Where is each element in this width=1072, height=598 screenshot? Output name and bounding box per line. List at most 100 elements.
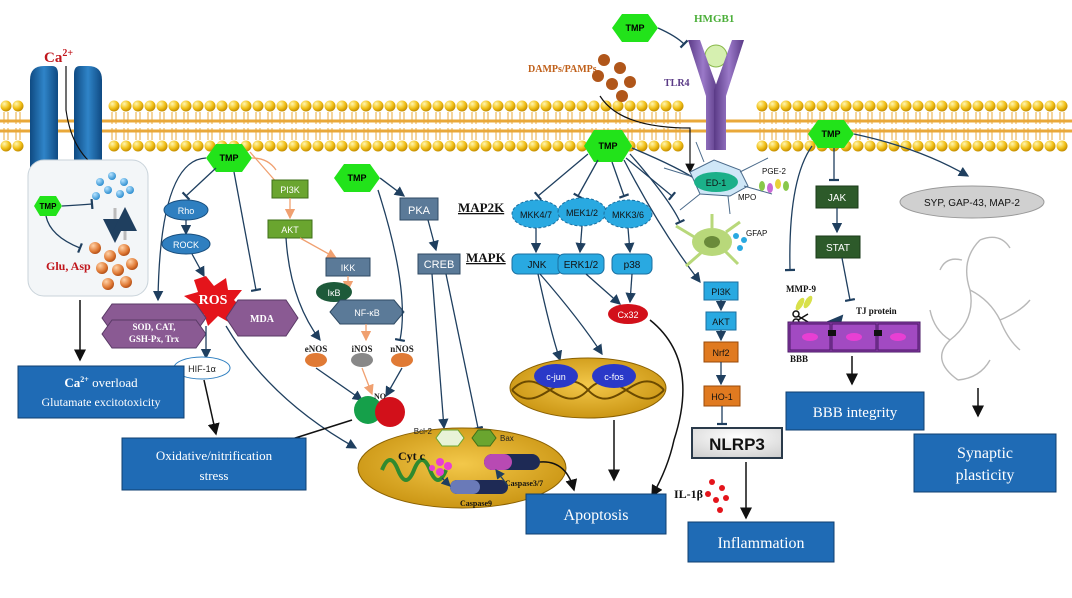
lipid-head bbox=[312, 140, 324, 152]
lipid-head bbox=[468, 140, 480, 152]
lipid-tail bbox=[399, 112, 405, 124]
neuron-dendrite-graphic bbox=[929, 236, 1031, 381]
inos-node bbox=[351, 353, 373, 367]
lipid-head bbox=[12, 140, 24, 152]
lipid-tail bbox=[387, 112, 393, 124]
gfap-label: GFAP bbox=[746, 229, 767, 238]
lipid-tail bbox=[771, 128, 777, 140]
lipid-head bbox=[492, 100, 504, 112]
cytc-particles bbox=[429, 458, 452, 476]
svg-text:TMP: TMP bbox=[348, 173, 367, 183]
lipid-head bbox=[252, 140, 264, 152]
svg-text:Apoptosis: Apoptosis bbox=[564, 507, 629, 524]
caspase9-node: Caspase9 bbox=[450, 480, 508, 508]
lipid-head bbox=[324, 140, 336, 152]
lipid-head bbox=[528, 140, 540, 152]
lipid-head bbox=[564, 140, 576, 152]
lipid-tail bbox=[783, 128, 789, 140]
nrf2-node: Nrf2 bbox=[703, 341, 739, 363]
lipid-head bbox=[264, 100, 276, 112]
lipid-tail bbox=[651, 128, 657, 140]
lipid-head bbox=[264, 140, 276, 152]
svg-text:MKK4/7: MKK4/7 bbox=[520, 210, 552, 220]
lipid-head bbox=[336, 100, 348, 112]
lipid-tail bbox=[3, 112, 9, 124]
lipid-head bbox=[348, 140, 360, 152]
lipid-tail bbox=[903, 112, 909, 124]
lipid-head bbox=[384, 100, 396, 112]
ho1-node: HO-1 bbox=[703, 385, 741, 407]
lipid-tail bbox=[135, 128, 141, 140]
lipid-tail bbox=[519, 128, 525, 140]
damps-particles bbox=[592, 54, 636, 102]
lipid-tail bbox=[891, 128, 897, 140]
lipid-head bbox=[480, 100, 492, 112]
lipid-tail bbox=[867, 112, 873, 124]
lipid-head bbox=[384, 140, 396, 152]
lipid-tail bbox=[447, 128, 453, 140]
svg-text:Caspase9: Caspase9 bbox=[460, 499, 492, 508]
lipid-head bbox=[156, 140, 168, 152]
lipid-head bbox=[456, 100, 468, 112]
lipid-head bbox=[660, 140, 672, 152]
lipid-head bbox=[516, 100, 528, 112]
lipid-tail bbox=[207, 112, 213, 124]
lipid-tail bbox=[15, 112, 21, 124]
lipid-head bbox=[636, 100, 648, 112]
lipid-head bbox=[492, 140, 504, 152]
mek12-node: MEK1/2 bbox=[557, 197, 607, 227]
svg-text:HO-1: HO-1 bbox=[711, 392, 733, 402]
lipid-head bbox=[108, 140, 120, 152]
lipid-tail bbox=[471, 112, 477, 124]
lipid-head bbox=[120, 100, 132, 112]
lipid-tail bbox=[447, 112, 453, 124]
lipid-head bbox=[864, 140, 876, 152]
lipid-head bbox=[408, 100, 420, 112]
akt-node-left: AKT bbox=[267, 219, 313, 239]
lipid-tail bbox=[531, 128, 537, 140]
lipid-head bbox=[984, 140, 996, 152]
lipid-tail bbox=[147, 112, 153, 124]
lipid-head bbox=[612, 100, 624, 112]
lipid-tail bbox=[555, 112, 561, 124]
svg-text:c-jun: c-jun bbox=[546, 372, 566, 382]
lipid-head bbox=[852, 140, 864, 152]
lipid-tail bbox=[171, 112, 177, 124]
mpo-label: MPO bbox=[738, 193, 756, 202]
lipid-head bbox=[444, 100, 456, 112]
lipid-tail bbox=[651, 112, 657, 124]
lipid-head bbox=[168, 140, 180, 152]
lipid-tail bbox=[531, 112, 537, 124]
lipid-head bbox=[144, 140, 156, 152]
tmp-node-pka: TMP bbox=[334, 164, 380, 192]
svg-text:IKK: IKK bbox=[341, 263, 356, 273]
lipid-head bbox=[216, 100, 228, 112]
lipid-tail bbox=[147, 128, 153, 140]
svg-text:ROCK: ROCK bbox=[173, 240, 199, 250]
outcome-apoptosis: Apoptosis bbox=[525, 493, 667, 535]
lipid-head bbox=[156, 100, 168, 112]
p38-node: p38 bbox=[611, 253, 653, 275]
lipid-head bbox=[756, 140, 768, 152]
lipid-tail bbox=[387, 128, 393, 140]
lipid-head bbox=[768, 100, 780, 112]
lipid-head bbox=[372, 140, 384, 152]
ikk-node: IKK bbox=[325, 257, 371, 277]
svg-text:Caspase3/7: Caspase3/7 bbox=[505, 479, 543, 488]
glu-asp-label: Glu, Asp bbox=[46, 259, 91, 273]
lipid-tail bbox=[663, 112, 669, 124]
lipid-tail bbox=[771, 112, 777, 124]
lipid-head bbox=[552, 140, 564, 152]
lipid-tail bbox=[495, 128, 501, 140]
lipid-head bbox=[408, 140, 420, 152]
lipid-head bbox=[660, 100, 672, 112]
mkk36-node: MKK3/6 bbox=[603, 199, 653, 229]
tmp-node-bbb: TMP bbox=[808, 120, 854, 148]
antioxidant-enzymes-box-2: SOD, CAT, GSH-Px, Trx bbox=[101, 319, 207, 349]
cjun-node: c-jun bbox=[534, 364, 578, 388]
bcl2-node: Bcl-2 bbox=[414, 427, 465, 447]
svg-text:Oxidative/nitrification: Oxidative/nitrification bbox=[156, 448, 273, 463]
bbb-label: BBB bbox=[790, 354, 808, 364]
jak-node: JAK bbox=[815, 185, 859, 209]
lipid-tail bbox=[363, 128, 369, 140]
